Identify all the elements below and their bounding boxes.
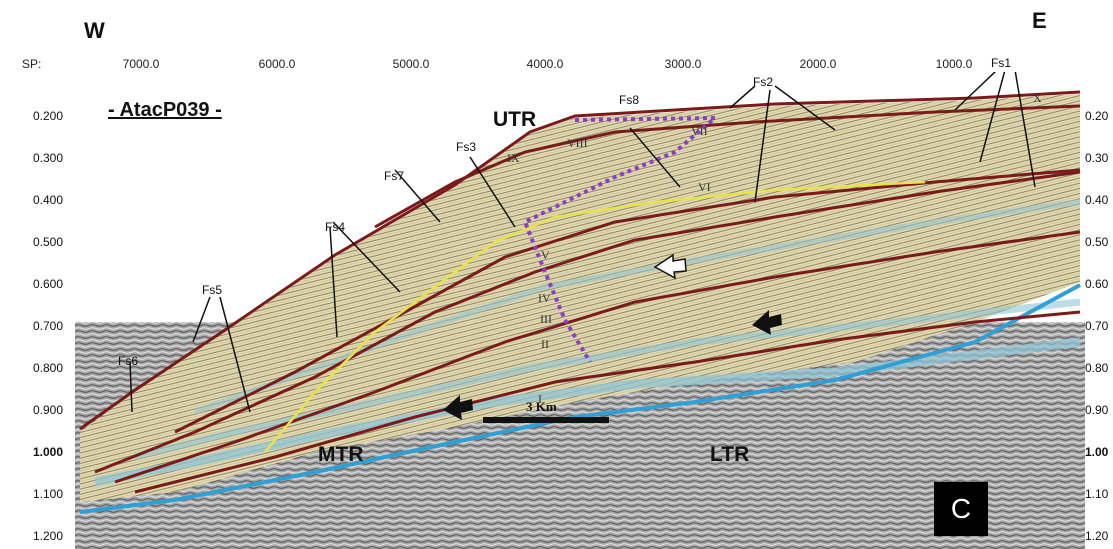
east-label: E xyxy=(1032,8,1047,33)
fault-label-fs6: Fs6 xyxy=(118,354,139,368)
scale-bar xyxy=(483,417,609,423)
unit-label-ix: IX xyxy=(507,151,520,165)
unit-label-iv: IV xyxy=(538,291,551,305)
yellow-horizon xyxy=(264,180,926,453)
time-tick-left: 0.600 xyxy=(33,277,64,291)
time-tick-right: 0.60 xyxy=(1085,277,1109,291)
section-title: - AtacP039 - xyxy=(108,99,222,121)
sp-tick-1000: 1000.0 xyxy=(935,57,973,71)
unit-label-viii: VIII xyxy=(567,136,588,150)
purple-dotted-boundary xyxy=(522,115,721,364)
unit-label-iii: III xyxy=(540,312,552,326)
time-tick-right: 0.50 xyxy=(1085,235,1109,249)
shotpoint-axis-label: SP: xyxy=(22,57,42,71)
sp-tick-6000: 6000.0 xyxy=(258,57,296,71)
time-tick-right: 1.00 xyxy=(1085,445,1109,459)
time-tick-right: 0.40 xyxy=(1085,193,1109,207)
fault-leaders xyxy=(129,72,1036,413)
time-tick-right: 0.70 xyxy=(1085,319,1109,333)
seismic-section xyxy=(75,72,1085,549)
black-arrow-icon xyxy=(752,310,782,335)
time-tick-left: 0.400 xyxy=(33,193,64,207)
time-tick-right: 0.90 xyxy=(1085,403,1109,417)
sp-tick-4000: 4000.0 xyxy=(526,57,564,71)
blue-band xyxy=(134,298,1081,461)
sp-tick-7000: 7000.0 xyxy=(122,57,160,71)
time-tick-left: 1.000 xyxy=(33,445,64,459)
fault-label-fs3: Fs3 xyxy=(456,140,477,154)
fault-label-fs8: Fs8 xyxy=(619,93,640,107)
fault-label-fs7: Fs7 xyxy=(384,169,405,183)
west-label: W xyxy=(84,18,105,43)
unit-label-vi: VI xyxy=(698,180,711,194)
sp-tick-2000: 2000.0 xyxy=(799,57,837,71)
blue-band xyxy=(193,199,1081,415)
horizon-lines xyxy=(79,90,1081,494)
fault-label-fs5: Fs5 xyxy=(202,283,223,297)
unit-label-v: V xyxy=(541,248,550,262)
zone-label-mtr: MTR xyxy=(318,443,364,466)
time-tick-left: 1.200 xyxy=(33,529,64,543)
time-tick-left: 0.300 xyxy=(33,151,64,165)
white-arrow-icon xyxy=(653,253,687,280)
time-tick-left: 0.800 xyxy=(33,361,64,375)
zone-label-utr: UTR xyxy=(493,108,537,131)
unit-label-vii: VII xyxy=(691,124,708,138)
panel-label: C xyxy=(934,482,988,536)
sp-tick-5000: 5000.0 xyxy=(392,57,430,71)
time-tick-right: 0.80 xyxy=(1085,361,1109,375)
scale-bar-label: 3 Km xyxy=(526,399,557,414)
fault-label-fs1: Fs1 xyxy=(991,56,1012,70)
time-tick-left: 0.700 xyxy=(33,319,64,333)
time-tick-left: 0.200 xyxy=(33,109,64,123)
zone-label-ltr: LTR xyxy=(710,443,750,466)
time-tick-right: 1.10 xyxy=(1085,487,1109,501)
black-arrow-icon xyxy=(443,395,473,420)
fault-label-fs2: Fs2 xyxy=(753,75,774,89)
time-tick-left: 1.100 xyxy=(33,487,64,501)
fault-label-fs4: Fs4 xyxy=(325,220,346,234)
time-tick-right: 0.20 xyxy=(1085,109,1109,123)
blue-band xyxy=(94,337,1081,487)
time-tick-left: 0.900 xyxy=(33,403,64,417)
time-tick-right: 1.20 xyxy=(1085,529,1109,543)
unit-label-ii: II xyxy=(541,337,549,351)
time-tick-left: 0.500 xyxy=(33,235,64,249)
unit-label-i: I xyxy=(538,392,542,406)
sp-tick-3000: 3000.0 xyxy=(664,57,702,71)
time-tick-right: 0.30 xyxy=(1085,151,1109,165)
sediment-wedge xyxy=(80,94,1080,502)
unit-label-x: X xyxy=(1033,91,1042,105)
